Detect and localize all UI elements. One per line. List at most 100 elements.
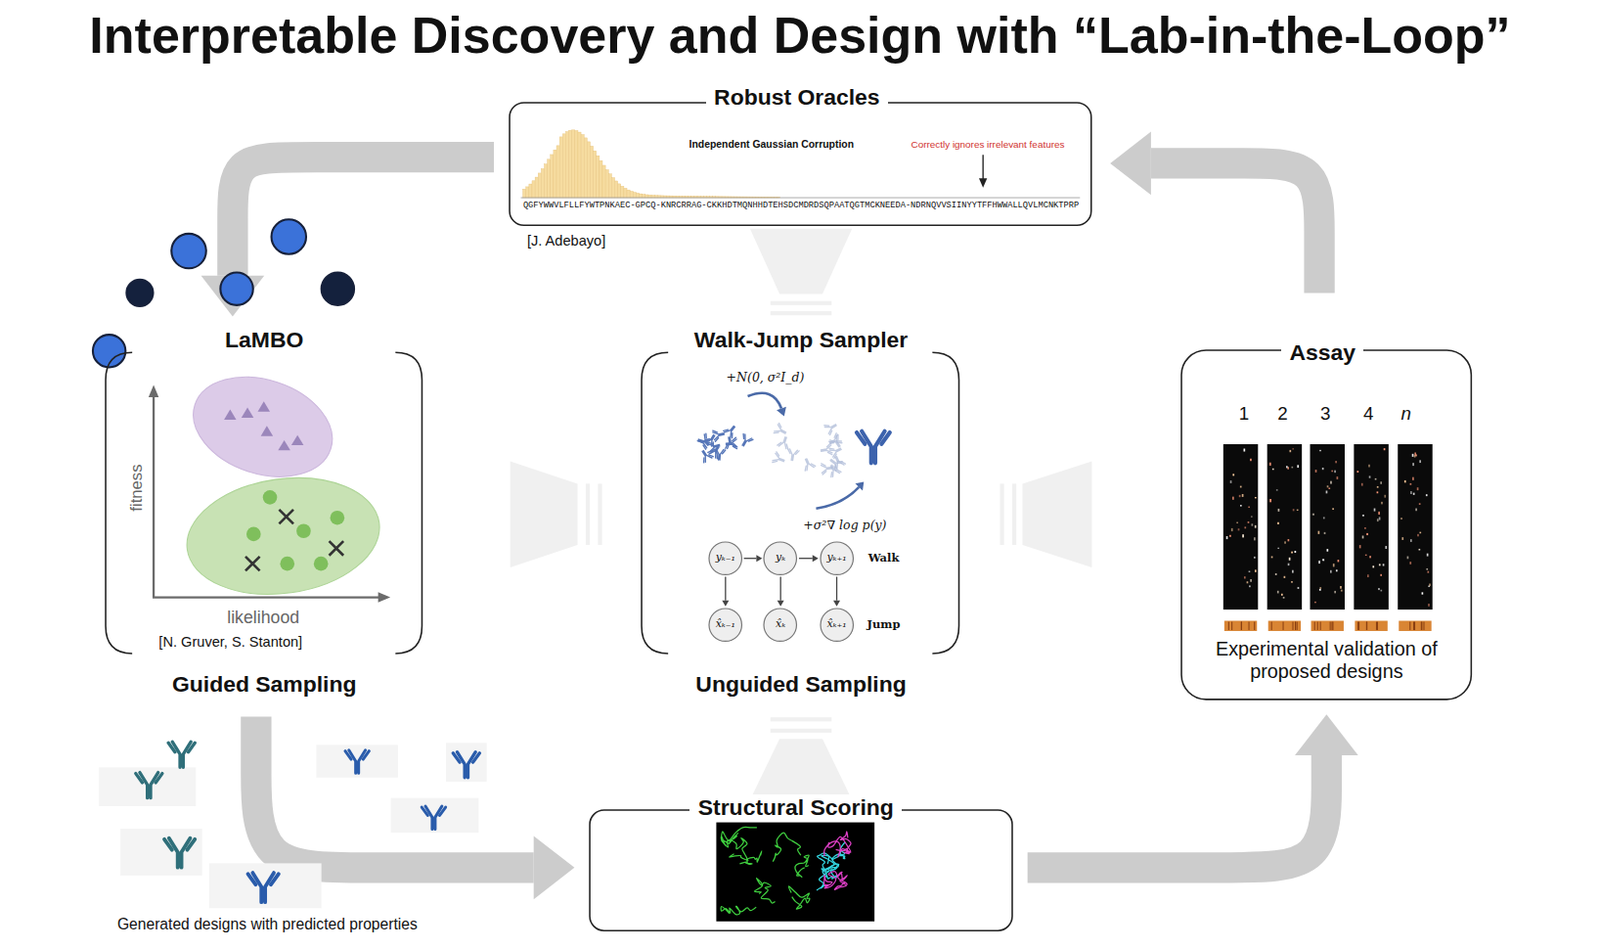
gel-spot [1240,504,1243,507]
antibody-light-chain [821,462,827,475]
histogram-bar [565,132,569,199]
panel-subheading: Unguided Sampling [695,670,906,697]
state-label: x̂ₖ₋₁ [715,618,736,631]
histogram-bar [605,170,609,199]
antibody-icon [135,772,163,799]
antibody-icon [800,456,816,472]
antibody-light-chain [135,773,163,783]
candidate-dot [126,279,153,307]
gel-spot [1380,574,1383,577]
gel-spot [1254,496,1257,498]
gel-spot [1378,563,1381,566]
cross-marker [245,556,261,572]
row-label: Jump [867,618,901,631]
pointer-line [981,155,983,180]
gel-spot [1402,536,1405,540]
gel-spot [1417,487,1420,490]
design-backdrop [120,828,202,876]
antibody-light-chain [787,448,800,455]
lane-number: 1 [1239,402,1249,425]
antibody-icon [248,872,279,902]
gel-spot [1340,589,1343,592]
math-label: +σ²∇ log p(y) [802,518,887,533]
gel-spot [1385,545,1388,549]
axis-label: likelihood [226,607,300,627]
transition-arrow [721,576,729,606]
dot-marker [280,556,296,572]
gel-spot [1373,565,1376,568]
gel-band-stripe [1423,621,1425,629]
gel-spot [1251,523,1254,526]
gel-spot [1244,447,1246,451]
antibody-light-chain [772,451,781,464]
gel-spot [1247,521,1250,524]
state-circle [763,608,797,641]
panel-illustration [588,808,1014,932]
assay-panel: Assay1234nExperimental validation of pro… [1180,349,1472,701]
gel-band-stripe [1248,621,1250,629]
gel-spot [1415,451,1418,455]
transition-line [780,576,782,600]
antibody-heavy-chain [715,448,725,461]
gel-band [1268,620,1301,630]
gel-lane [1267,444,1302,610]
antibody-light-chain [741,433,754,443]
histogram-bar [611,177,615,198]
gel-spot [1365,553,1368,555]
funnel-bar [585,483,590,545]
gel-spot [1288,538,1290,541]
gel-spot [1427,571,1430,574]
antibody-light-chain [826,443,833,455]
high-fitness-region [180,359,347,493]
antibody-icon [856,431,890,464]
gel-spot [1377,587,1380,590]
citation: [J. Adebayo] [527,232,606,250]
gel-spot [1334,460,1337,463]
arrow-shaft [1151,163,1320,294]
antibody-heavy-chain [349,750,366,773]
gel-spot [1240,485,1243,488]
gel-band-stripe [1409,621,1411,629]
histogram-bar [546,159,550,198]
gel-spot [1276,488,1279,490]
gel-spot [1407,555,1410,559]
gel-spot [1323,558,1326,561]
gel-spot [1269,498,1272,502]
antibody-light-chain [697,433,709,444]
plot-title: Independent Gaussian Corruption [689,138,855,151]
gel-band-stripe [1271,621,1273,629]
pointer-head [978,178,987,188]
y-axis [152,395,155,598]
histogram-bar [574,131,578,199]
candidate-dot [271,219,307,254]
antibody-heavy-chain [169,838,191,868]
gel-spot [1312,513,1315,516]
state-label: x̂ₖ [775,618,786,631]
gel-spot [1329,487,1332,489]
gel-band-stripe [1253,621,1255,629]
denoised-state-circle: x̂ₖ₋₁ [708,607,743,642]
gel-spot [1229,534,1232,537]
histogram-bar [540,169,544,199]
gel-band-stripe [1228,621,1230,629]
cross-marker [329,540,345,556]
design-backdrop [209,862,322,908]
protein-chain [795,854,809,877]
gel-spot [1292,447,1295,449]
antibody-light-chain [829,468,842,478]
histogram-bar [522,189,526,199]
antibody-icon [713,448,726,461]
gel-spot [1278,547,1281,549]
gel-spot [1414,454,1417,457]
antibody-heavy-chain [725,439,738,448]
gel-lane [1310,444,1345,610]
arrowhead [777,600,785,607]
histogram-bar [608,174,612,198]
structure-image [715,822,875,922]
axis-head [148,384,159,398]
protein-chain [720,906,756,915]
scoring-panel: Structural Scoring [588,808,1014,932]
protein-chain [834,871,847,890]
histogram-bar [632,192,636,198]
math-label: +N(0, σ²I_d) [726,370,805,385]
